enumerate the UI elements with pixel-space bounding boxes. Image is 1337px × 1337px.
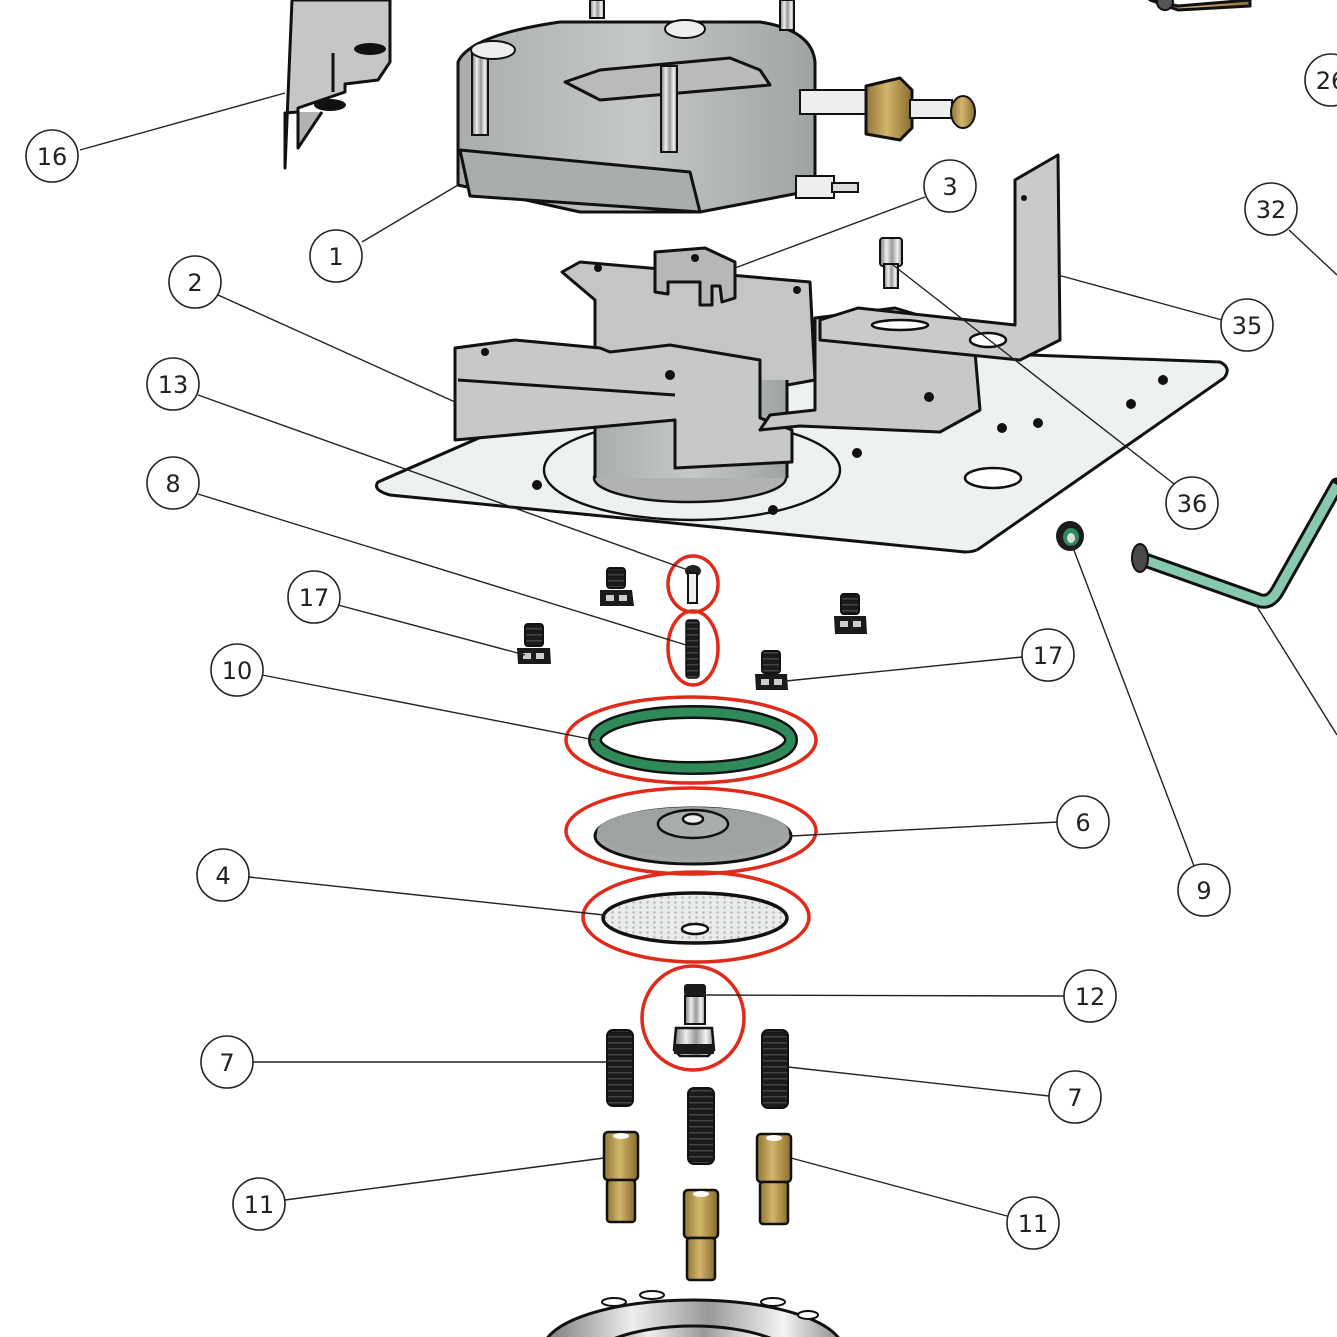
hex-screw	[517, 623, 551, 664]
callout-10-label: 10	[222, 657, 253, 685]
callout-12[interactable]: 12	[1063, 969, 1117, 1023]
part-8-threaded-pin	[685, 619, 700, 679]
part-6-dispersion-plate	[593, 806, 793, 866]
partial-fitting-top-right	[1148, 0, 1252, 12]
part-36-screw	[879, 237, 903, 289]
callout-12-label: 12	[1075, 983, 1106, 1011]
brass-spacer	[602, 1130, 640, 1224]
part-32-tube	[1131, 477, 1337, 609]
callout-35-label: 35	[1232, 312, 1263, 340]
callout-7-right-label: 7	[1067, 1084, 1082, 1112]
callout-26[interactable]: 26	[1304, 53, 1337, 107]
hex-screw	[600, 567, 634, 606]
callout-36[interactable]: 36	[1165, 476, 1219, 530]
callout-6-label: 6	[1075, 809, 1090, 837]
part-12-valve-insert	[672, 984, 716, 1058]
callout-32-label: 32	[1256, 196, 1287, 224]
callouts: 16 1 3 26 32 2 35 13 36 8 17 17 10 6 9 4…	[25, 53, 1337, 1250]
part-17-hex-screws	[517, 567, 867, 690]
callout-7-left-label: 7	[219, 1049, 234, 1077]
callout-4-label: 4	[215, 862, 230, 890]
leader-lines	[79, 92, 1337, 1217]
callout-9[interactable]: 9	[1177, 863, 1231, 917]
callout-7-left[interactable]: 7	[200, 1035, 254, 1089]
callout-8-label: 8	[165, 470, 180, 498]
callout-2-label: 2	[187, 269, 202, 297]
brass-spacer	[682, 1188, 720, 1282]
hex-screw	[834, 593, 867, 634]
callout-17-left[interactable]: 17	[287, 570, 341, 624]
callout-26-label: 26	[1316, 67, 1337, 95]
callout-17-right[interactable]: 17	[1021, 628, 1075, 682]
callout-2[interactable]: 2	[168, 255, 222, 309]
highlight-part-4	[581, 870, 811, 964]
callout-6[interactable]: 6	[1056, 795, 1110, 849]
callout-11-left[interactable]: 11	[232, 1177, 286, 1231]
highlight-markers	[564, 554, 818, 1072]
callout-36-label: 36	[1177, 490, 1208, 518]
hex-screw	[755, 650, 788, 690]
highlight-part-10	[564, 695, 818, 785]
part-7-springs	[606, 1029, 789, 1165]
callout-17-left-label: 17	[299, 584, 330, 612]
callout-7-right[interactable]: 7	[1048, 1070, 1102, 1124]
callout-16[interactable]: 16	[25, 129, 79, 183]
callout-4[interactable]: 4	[196, 848, 250, 902]
callout-32[interactable]: 32	[1244, 182, 1298, 236]
brass-spacer	[755, 1132, 793, 1226]
callout-11-right[interactable]: 11	[1006, 1196, 1060, 1250]
callout-13[interactable]: 13	[146, 357, 200, 411]
callout-35[interactable]: 35	[1220, 298, 1274, 352]
part-16-bracket	[283, 0, 392, 170]
bottom-flange	[546, 1290, 840, 1337]
part-13-small-screw	[685, 565, 701, 604]
callout-1-label: 1	[328, 243, 343, 271]
callout-1[interactable]: 1	[309, 229, 363, 283]
part-4-shower-screen	[601, 891, 789, 945]
callout-9-label: 9	[1196, 877, 1211, 905]
part-1-group-head	[456, 0, 976, 214]
callout-13-label: 13	[158, 371, 189, 399]
base-plate	[375, 343, 1229, 554]
callout-17-right-label: 17	[1033, 642, 1064, 670]
callout-3[interactable]: 3	[923, 159, 977, 213]
highlight-part-8	[666, 609, 720, 687]
highlight-part-12	[640, 964, 746, 1072]
highlight-part-6	[564, 786, 818, 876]
callout-11-right-label: 11	[1018, 1210, 1049, 1238]
part-11-brass-spacers	[602, 1130, 793, 1282]
part-9-washer	[1056, 521, 1084, 551]
callout-10[interactable]: 10	[210, 643, 264, 697]
callout-3-label: 3	[942, 173, 957, 201]
part-10-o-ring	[588, 705, 798, 775]
callout-8[interactable]: 8	[146, 456, 200, 510]
callout-11-left-label: 11	[244, 1191, 275, 1219]
callout-16-label: 16	[37, 143, 68, 171]
